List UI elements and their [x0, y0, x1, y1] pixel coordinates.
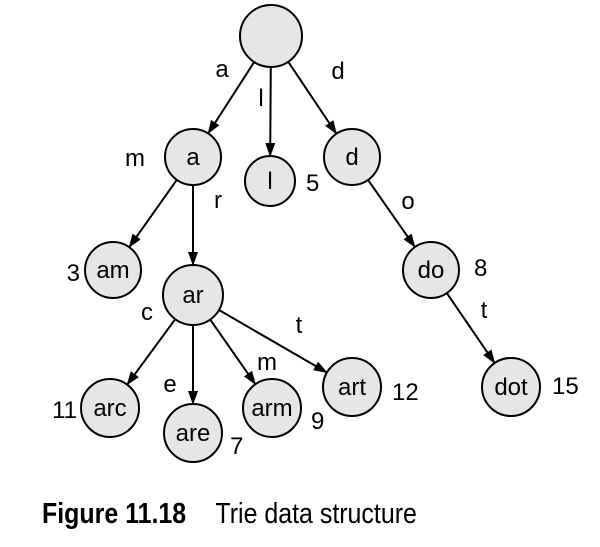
trie-node-circle-dot	[481, 357, 541, 417]
trie-node-circle-am	[84, 241, 142, 299]
edge-label-do-dot: t	[481, 297, 488, 324]
trie-node-root	[239, 4, 303, 68]
trie-node-label-art: art	[338, 374, 366, 401]
figure-number: Figure 11.18	[42, 498, 187, 530]
trie-node-label-ar: ar	[182, 282, 203, 309]
node-count-arm: 9	[311, 408, 324, 435]
trie-node-d: d	[323, 128, 381, 186]
edge-label-root-d: d	[331, 58, 344, 85]
trie-node-arc: arc 11	[52, 378, 140, 438]
trie-node-dot: dot 15	[481, 357, 579, 417]
edge-arrow-do-dot	[445, 292, 496, 364]
edge-label-ar-arm: m	[257, 349, 277, 376]
edge-arrow-root-a	[207, 61, 256, 135]
figure-caption: Figure 11.18 Trie data structure	[42, 498, 417, 531]
trie-node-arm: arm 9	[242, 378, 324, 438]
edge-label-root-a: a	[215, 56, 229, 83]
node-count-l: 5	[306, 170, 319, 197]
figure-title: Trie data structure	[215, 498, 417, 530]
trie-node-label-arm: arm	[251, 395, 292, 422]
node-count-art: 12	[392, 379, 419, 406]
node-count-are: 7	[230, 433, 243, 460]
edge-label-a-ar: r	[214, 187, 222, 214]
trie-node-label-arc: arc	[93, 395, 126, 422]
trie-node-circle-l	[244, 155, 296, 207]
edge-arrow-ar-arc	[126, 318, 177, 386]
trie-node-label-am: am	[96, 257, 129, 284]
trie-node-circle-root	[239, 4, 303, 68]
trie-node-label-d: d	[345, 144, 358, 171]
trie-node-label-are: are	[176, 420, 211, 447]
trie-node-art: art 12	[322, 357, 419, 417]
trie-node-circle-d	[323, 128, 381, 186]
trie-node-a: a	[164, 128, 222, 186]
edge-arrow-d-do	[367, 179, 416, 248]
trie-node-circle-arc	[80, 378, 140, 438]
trie-node-do: do 8	[402, 241, 487, 299]
edge-arrow-ar-arm	[209, 319, 257, 386]
trie-node-label-do: do	[418, 257, 445, 284]
node-count-dot: 15	[552, 373, 579, 400]
trie-node-circle-arm	[242, 378, 302, 438]
trie-node-am: am 3	[67, 241, 142, 299]
trie-node-label-dot: dot	[494, 374, 528, 401]
trie-node-are: are 7	[163, 403, 243, 463]
edge-label-ar-art: t	[296, 312, 303, 339]
node-count-arc: 11	[52, 397, 77, 424]
edge-label-a-am: m	[125, 145, 145, 172]
trie-node-ar: ar	[162, 264, 224, 326]
edge-label-d-do: o	[401, 188, 414, 215]
trie-node-label-l: l	[267, 168, 272, 195]
node-count-am: 3	[67, 260, 80, 287]
trie-node-label-a: a	[186, 144, 200, 171]
trie-node-circle-art	[322, 357, 382, 417]
trie-node-circle-ar	[162, 264, 224, 326]
edge-label-ar-arc: c	[141, 299, 153, 326]
edge-label-root-l: l	[258, 85, 263, 112]
edge-arrow-root-l	[265, 66, 276, 158]
trie-node-circle-do	[402, 241, 460, 299]
edge-arrow-root-d	[287, 61, 338, 135]
edge-label-ar-are: e	[163, 371, 176, 398]
node-count-do: 8	[474, 255, 487, 282]
edge-arrow-a-am	[128, 179, 178, 248]
trie-node-circle-are	[163, 403, 223, 463]
edge-arrow-ar-art	[218, 309, 328, 374]
trie-node-circle-a	[164, 128, 222, 186]
